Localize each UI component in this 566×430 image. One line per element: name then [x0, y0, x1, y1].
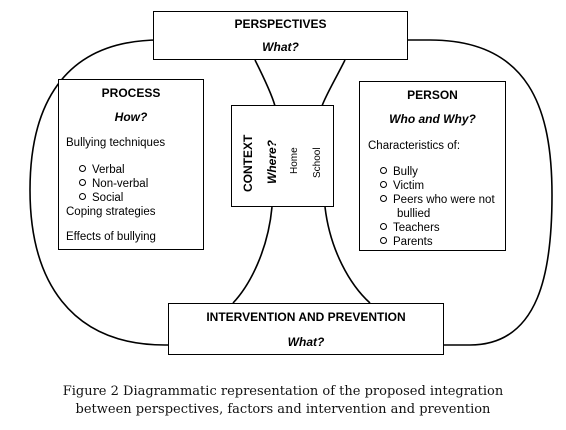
person-item-label: Peers who were not [393, 194, 495, 206]
figure-caption-line-1: Figure 2 Diagrammatic representation of … [62, 384, 504, 399]
process-item-label: Non-verbal [92, 178, 149, 190]
process-item-label: Verbal [92, 164, 125, 176]
person-item: Victim [380, 179, 424, 193]
lower-right-curve [324, 206, 371, 304]
process-line-coping: Coping strategies [66, 206, 156, 218]
bullet-icon [380, 195, 387, 203]
person-item-label: Teachers [393, 222, 440, 234]
figure-caption-line-2: between perspectives, factors and interv… [75, 402, 491, 417]
context-item-school: School [312, 147, 323, 178]
person-item-label: Victim [393, 180, 425, 192]
context-box: CONTEXT Where? Home School [231, 105, 334, 207]
upper-left-curve [254, 59, 276, 107]
lower-left-curve [232, 206, 273, 304]
person-title: PERSON [407, 88, 458, 102]
context-item-home: Home [289, 147, 300, 174]
person-item: Teachers [380, 221, 440, 235]
upper-right-curve [321, 59, 346, 107]
person-item-label-cont: bullied [397, 208, 431, 220]
bullet-icon [79, 193, 86, 201]
intervention-title: INTERVENTION AND PREVENTION [206, 310, 406, 324]
bullet-icon [79, 179, 86, 187]
context-question: Where? [265, 139, 279, 184]
person-item: Peers who were not [380, 193, 495, 207]
bullet-icon [380, 237, 387, 245]
intervention-box: INTERVENTION AND PREVENTION What? [168, 303, 444, 355]
bullet-icon [79, 165, 86, 173]
perspectives-question: What? [262, 40, 299, 54]
bullet-icon [380, 181, 387, 189]
outer-loop [29, 39, 553, 346]
person-item: Parents [380, 235, 433, 249]
person-box: PERSON Who and Why? Characteristics of: … [359, 81, 506, 251]
process-line-effects: Effects of bullying [66, 231, 156, 243]
person-item-label: Parents [393, 236, 433, 248]
process-item: Non-verbal [79, 177, 148, 191]
person-line-characteristics: Characteristics of: [368, 140, 461, 152]
person-question: Who and Why? [389, 112, 476, 126]
person-item-label: Bully [393, 166, 418, 178]
person-item: Bully [380, 165, 418, 179]
process-title: PROCESS [101, 86, 161, 100]
process-box: PROCESS How? Bullying techniques Verbal … [58, 79, 204, 250]
intervention-question: What? [287, 335, 325, 349]
perspectives-box: PERSPECTIVES What? [153, 11, 408, 60]
process-item: Verbal [79, 163, 125, 177]
process-question: How? [114, 110, 148, 124]
context-title: CONTEXT [241, 134, 255, 192]
process-item: Social [79, 191, 123, 205]
process-line-techniques: Bullying techniques [66, 137, 166, 149]
process-item-label: Social [92, 192, 124, 204]
bullet-icon [380, 223, 387, 231]
bullet-icon [380, 167, 387, 175]
perspectives-title: PERSPECTIVES [234, 17, 327, 31]
